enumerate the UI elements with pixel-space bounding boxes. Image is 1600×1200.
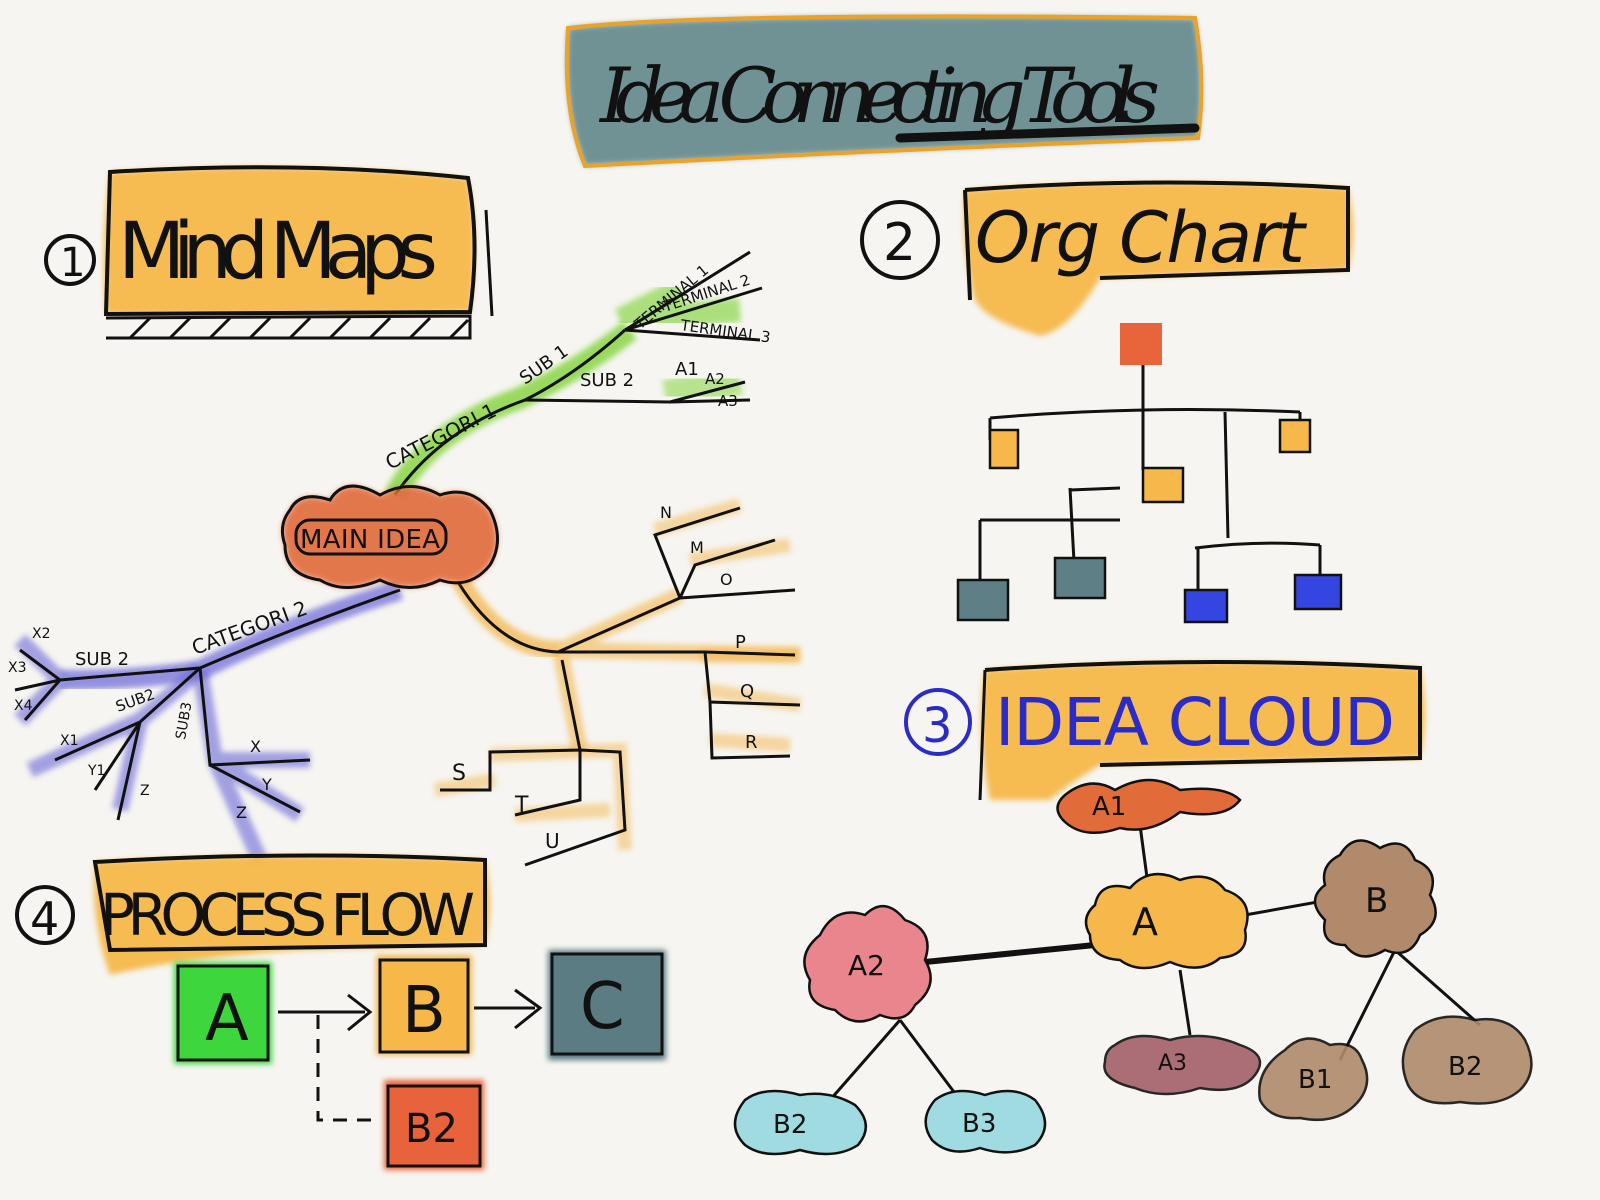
c2-subC-label: SUB3 [173,701,195,741]
y1-label: Y1 [87,763,105,779]
s-label: S [452,761,466,786]
cloud-b2-label: B2 [1448,1052,1482,1082]
yr-label: Y [261,775,272,794]
x2-label: X2 [32,626,51,642]
c1-sub2-label: SUB 2 [580,370,634,391]
process-box-a-label: A [205,982,249,1056]
r-label: R [745,732,758,753]
q-label: Q [740,681,754,702]
org-chart-label: Org Chart [975,197,1308,279]
cloud-b-label: B [1365,881,1388,921]
category1-label: CATEGORI 1 [381,398,500,474]
a1-label: A1 [675,359,699,380]
t-label: T [514,793,529,818]
page-title: Idea Connecting Tools [598,51,1160,140]
c2-sub2-label: SUB 2 [75,649,129,670]
mind-maps-number: 1 [60,240,85,286]
a2-label: A2 [705,370,725,388]
x4-label: X4 [14,698,33,714]
m-label: M [690,538,704,557]
org-chart: 2 Org Chart [860,180,1353,624]
p-label: P [735,632,746,653]
process-box-b-label: B [402,974,446,1048]
process-flow-number: 4 [30,892,59,946]
idea-cloud-label: IDEA CLOUD [995,684,1395,761]
process-flow-label: PROCESS FLOW [100,881,475,949]
cloud-a3-label: A3 [1158,1051,1187,1076]
z1-label: Z [140,783,150,799]
process-box-b2-label: B2 [405,1106,458,1152]
x3-label: X3 [8,660,27,676]
u-label: U [545,829,560,853]
process-flow: 4 PROCESS FLOW A B C B2 [15,853,666,1170]
cloud-a1-label: A1 [1092,792,1126,822]
o-label: O [720,570,733,589]
org-chart-number: 2 [883,213,916,273]
mind-maps-label: Mind Maps [118,207,438,297]
a3-label: A3 [718,392,738,410]
n-label: N [660,503,672,522]
cloud-b2l-label: B2 [773,1110,807,1140]
mind-map: MAIN IDEA CATEGORI 1 SUB 1 SUB 2 TERMINA… [8,250,802,867]
mind-maps-header: 1 Mind Maps [44,165,494,340]
title-banner: Idea Connecting Tools [564,14,1204,169]
x1-label: X1 [60,733,79,749]
cloud-a-label: A [1132,900,1158,944]
cloud-b1-label: B1 [1298,1065,1332,1095]
process-box-c-label: C [580,970,625,1044]
cloud-a2-label: A2 [848,949,885,982]
zr-label: Z [236,803,247,822]
xr-label: X [250,737,261,756]
cloud-b3-label: B3 [962,1109,996,1139]
idea-cloud-number: 3 [922,698,953,754]
main-idea-label: MAIN IDEA [300,525,440,555]
idea-cloud: 3 IDEA CLOUD A1 A B A2 A3 B1 B2 B2 B3 [733,659,1533,1156]
